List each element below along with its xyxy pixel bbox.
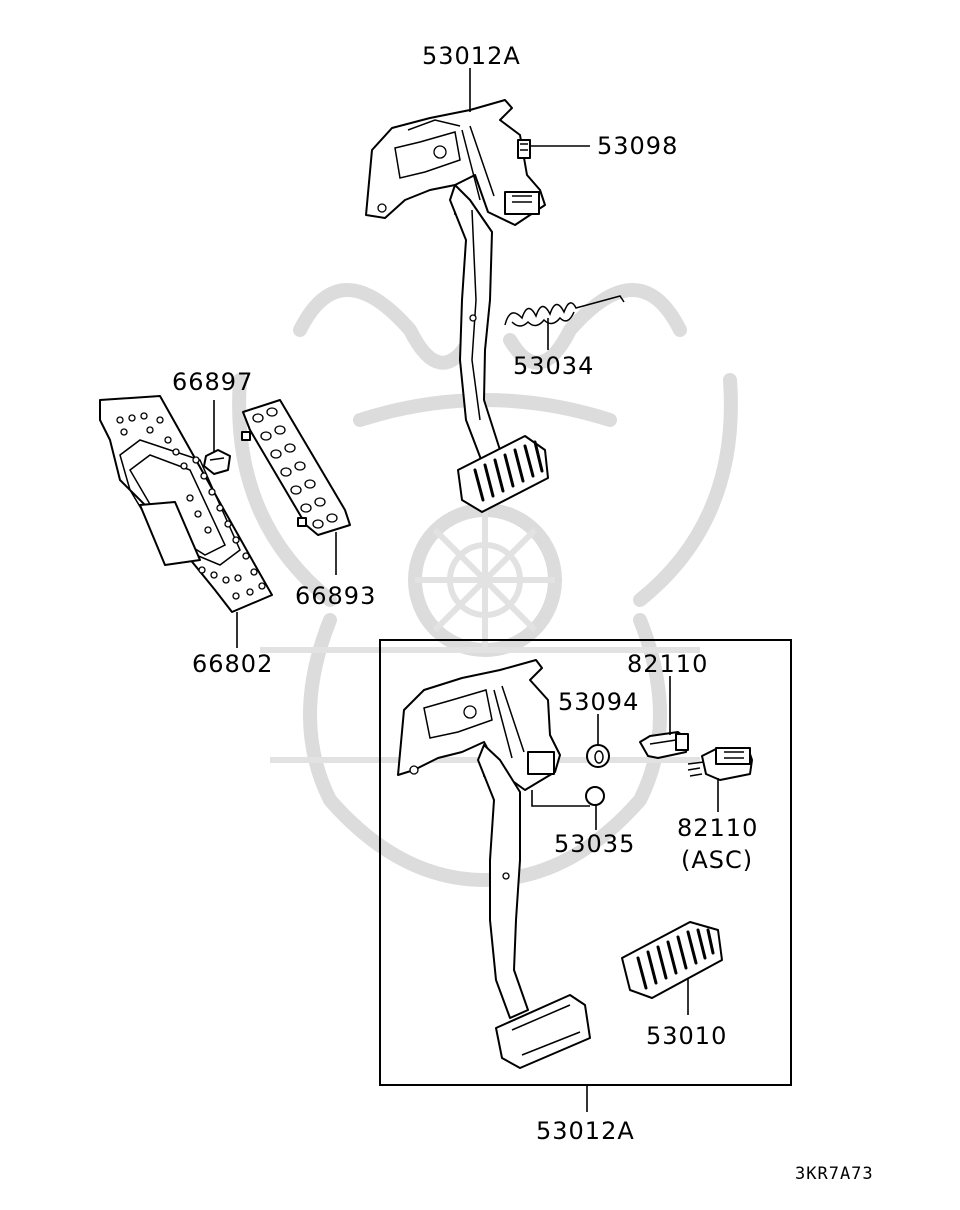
- accelerator-pedal-66802: [99, 395, 273, 613]
- pedal-pad-53010: [621, 921, 723, 999]
- callout-53035: 53035: [554, 830, 635, 858]
- assembly-box: [379, 639, 792, 1086]
- callout-53012A-top: 53012A: [422, 42, 521, 70]
- callout-asc-note: (ASC): [681, 846, 753, 874]
- stop-switch-asc-82110: [687, 747, 753, 781]
- callout-53098: 53098: [597, 132, 678, 160]
- brake-pedal-assembly-boxed: [397, 659, 591, 1069]
- bolt-53098: [517, 139, 531, 159]
- callout-82110: 82110: [627, 650, 708, 678]
- callout-66802: 66802: [192, 650, 273, 678]
- callout-66893: 66893: [295, 582, 376, 610]
- stopper-53094: [586, 744, 610, 768]
- callout-53012A-boxed: 53012A: [536, 1117, 635, 1145]
- leader-53035-pointer: [531, 790, 590, 807]
- clip-66897: [203, 449, 231, 475]
- callout-66897: 66897: [172, 368, 253, 396]
- callout-53034: 53034: [513, 352, 594, 380]
- cushion-53035: [585, 786, 605, 806]
- callout-82110-asc: 82110: [677, 814, 758, 842]
- pad-ribs-top: [473, 440, 544, 502]
- callout-53010: 53010: [646, 1022, 727, 1050]
- callout-53094: 53094: [558, 688, 639, 716]
- brake-pedal-assembly-top: [365, 99, 549, 513]
- accel-pad-66893: [241, 399, 351, 536]
- stop-switch-82110: [639, 731, 689, 759]
- pad-ovals: [252, 407, 338, 529]
- pad-ribs-boxed: [636, 928, 715, 990]
- figure-code: 3KR7A73: [795, 1164, 874, 1184]
- accel-dot-pattern: [116, 412, 266, 600]
- return-spring-53034: [504, 295, 625, 327]
